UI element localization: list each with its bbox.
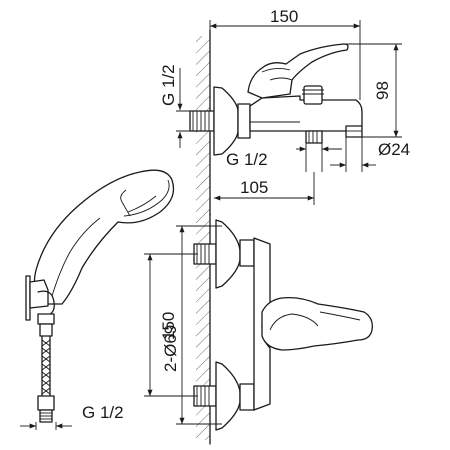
wall-flange-top bbox=[213, 86, 239, 156]
label-height-98: 98 bbox=[373, 81, 392, 100]
lever-handle-side bbox=[247, 43, 349, 99]
diverter-knob bbox=[303, 85, 323, 105]
upper-flange bbox=[215, 219, 241, 289]
shower-holder bbox=[25, 275, 31, 321]
label-spout-diameter: Ø24 bbox=[378, 140, 410, 159]
hand-shower: G 1/2 bbox=[20, 169, 175, 430]
label-reach-105: 105 bbox=[240, 178, 268, 197]
lever-handle-front bbox=[261, 296, 373, 351]
braided-hose bbox=[41, 335, 51, 397]
lower-nut bbox=[239, 383, 255, 411]
front-view: 150 2-Ø69 bbox=[144, 213, 373, 445]
side-view: 150 98 G 1/2 G 1/2 Ø24 105 bbox=[159, 7, 410, 216]
shower-head bbox=[33, 169, 175, 305]
hose-end-nut bbox=[37, 395, 55, 411]
inlet-thread bbox=[189, 110, 215, 132]
label-height-150-front: 150 bbox=[159, 312, 178, 340]
wall-hatch-front bbox=[196, 214, 210, 440]
label-inlet-thread-top: G 1/2 bbox=[159, 64, 178, 106]
lower-flange bbox=[215, 361, 241, 431]
label-wall-spacing: 2-Ø69 bbox=[161, 325, 180, 372]
connecting-nut-top bbox=[237, 103, 251, 139]
shower-outlet-thread bbox=[305, 130, 323, 144]
label-width-150: 150 bbox=[270, 7, 298, 26]
spout-nozzle bbox=[345, 125, 363, 138]
upper-nut bbox=[239, 239, 255, 267]
label-spout-thread: G 1/2 bbox=[226, 150, 268, 169]
label-hose-thread: G 1/2 bbox=[82, 403, 124, 422]
